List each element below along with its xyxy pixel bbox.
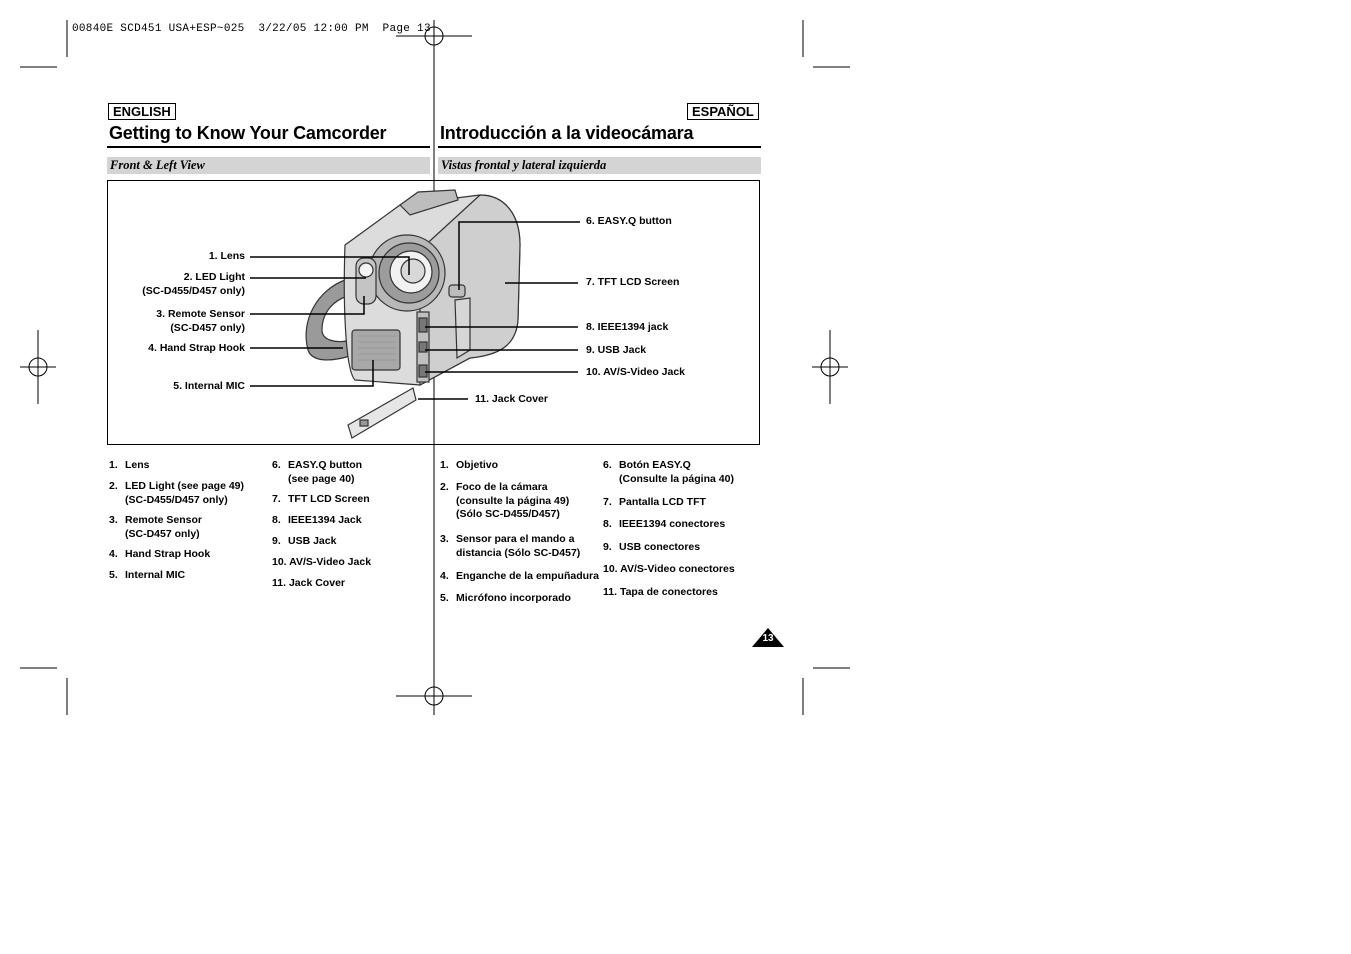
callout-led-line1: 2. LED Light xyxy=(183,271,245,283)
list-item: 4.Enganche de la empuñadura xyxy=(440,570,599,582)
figure-box xyxy=(107,180,760,445)
english-title-rule xyxy=(107,146,430,148)
list-item: 7.Pantalla LCD TFT xyxy=(603,496,706,508)
callout-led-line2: (SC-D455/D457 only) xyxy=(142,285,245,297)
callout-internal-mic: 5. Internal MIC xyxy=(173,380,245,392)
callout-ieee: 8. IEEE1394 jack xyxy=(586,321,669,333)
list-item: 9.USB conectores xyxy=(603,541,701,553)
list-item: 11. Tapa de conectores xyxy=(603,586,718,598)
list-item: 11. Jack Cover xyxy=(272,577,345,589)
list-item: 10. AV/S-Video Jack xyxy=(272,556,372,568)
list-item: 2.Foco de la cámara(consulte la página 4… xyxy=(440,481,570,520)
list-item: 3.Remote Sensor(SC-D457 only) xyxy=(109,514,203,540)
list-item: 6.Botón EASY.Q(Consulte la página 40) xyxy=(603,459,734,485)
page-number-triangle xyxy=(752,628,784,647)
list-item: 9.USB Jack xyxy=(272,535,337,547)
list-item: 10. AV/S-Video conectores xyxy=(603,563,735,575)
spanish-subtitle: Vistas frontal y lateral izquierda xyxy=(438,157,761,174)
list-item: 5.Internal MIC xyxy=(109,569,186,581)
list-item: 7.TFT LCD Screen xyxy=(272,493,370,505)
callout-remote-line1: 3. Remote Sensor xyxy=(156,308,245,320)
list-item: 8.IEEE1394 conectores xyxy=(603,518,726,530)
print-header: 00840E SCD451 USA+ESP~025 3/22/05 12:00 … xyxy=(72,23,431,35)
callout-av: 10. AV/S-Video Jack xyxy=(586,366,686,378)
spanish-title-rule xyxy=(438,146,761,148)
list-item: 1.Lens xyxy=(109,459,150,471)
spanish-label: ESPAÑOL xyxy=(687,103,759,120)
callout-lens: 1. Lens xyxy=(208,250,245,262)
list-item: 8.IEEE1394 Jack xyxy=(272,514,362,526)
callout-remote-line2: (SC-D457 only) xyxy=(170,322,245,334)
callout-easyq: 6. EASY.Q button xyxy=(586,215,672,227)
callout-usb: 9. USB Jack xyxy=(586,344,647,356)
list-item: 6.EASY.Q button(see page 40) xyxy=(272,459,363,485)
callout-tft: 7. TFT LCD Screen xyxy=(586,276,680,288)
english-subtitle: Front & Left View xyxy=(107,157,430,174)
page-number: 13 xyxy=(762,633,774,644)
callout-jack-cover: 11. Jack Cover xyxy=(475,393,548,405)
list-item: 2.LED Light (see page 49)(SC-D455/D457 o… xyxy=(109,480,245,506)
list-item: 5.Micrófono incorporado xyxy=(440,592,571,604)
english-title: Getting to Know Your Camcorder xyxy=(109,123,387,143)
list-item: 4.Hand Strap Hook xyxy=(109,548,211,560)
callout-hand-strap-hook: 4. Hand Strap Hook xyxy=(148,342,245,354)
english-label: ENGLISH xyxy=(108,103,176,120)
spanish-title: Introducción a la videocámara xyxy=(440,123,694,143)
list-item: 1.Objetivo xyxy=(440,459,499,471)
